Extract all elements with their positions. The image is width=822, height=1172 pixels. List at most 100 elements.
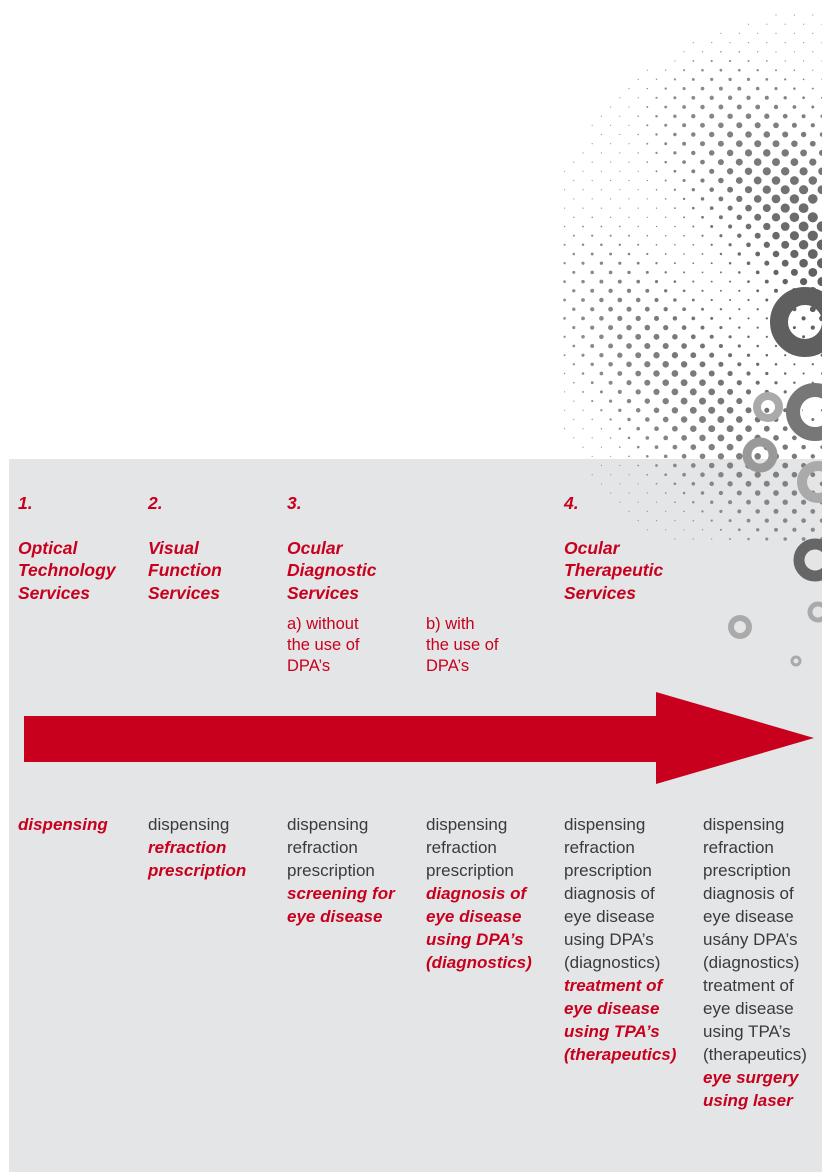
halftone-dot xyxy=(735,140,743,148)
halftone-dot xyxy=(680,361,688,368)
halftone-dot xyxy=(756,68,759,72)
halftone-dot xyxy=(673,262,676,265)
halftone-dot xyxy=(765,78,769,81)
halftone-dot xyxy=(708,131,715,138)
halftone-dot xyxy=(736,214,743,221)
halftone-dot xyxy=(608,306,614,312)
halftone-dot xyxy=(818,167,822,176)
halftone-dot xyxy=(701,68,704,72)
halftone-dot xyxy=(637,115,639,117)
halftone-dot xyxy=(664,160,667,164)
scope-column-3: dispensing refraction prescription scree… xyxy=(287,813,395,928)
halftone-dot xyxy=(701,253,704,255)
halftone-dot xyxy=(727,205,733,211)
halftone-dot xyxy=(682,87,686,91)
scope-column-5: dispensing refraction prescription diagn… xyxy=(564,813,676,1066)
halftone-dot xyxy=(736,490,742,496)
halftone-dot xyxy=(718,86,723,91)
halftone-dot xyxy=(772,250,780,258)
halftone-dot xyxy=(654,297,659,303)
halftone-dot xyxy=(573,216,575,219)
halftone-dot xyxy=(772,471,780,478)
halftone-dot xyxy=(617,315,623,321)
halftone-dot xyxy=(591,418,593,421)
halftone-dot xyxy=(600,207,603,209)
halftone-dot xyxy=(572,252,576,256)
halftone-dot xyxy=(745,425,752,432)
halftone-dot xyxy=(708,462,715,469)
halftone-dot xyxy=(701,510,704,513)
column-6-added-service: eye surgery using laser xyxy=(703,1068,799,1110)
halftone-dot xyxy=(801,537,806,541)
halftone-dot xyxy=(738,271,741,274)
halftone-dot xyxy=(717,434,725,442)
halftone-dot xyxy=(701,234,704,237)
halftone-dot xyxy=(692,538,694,540)
halftone-dot xyxy=(681,435,687,441)
halftone-dot xyxy=(736,122,743,129)
halftone-dot xyxy=(600,115,602,117)
halftone-dot xyxy=(736,195,743,203)
halftone-dot xyxy=(764,260,770,266)
halftone-dot xyxy=(665,69,667,71)
halftone-dot xyxy=(636,445,640,449)
halftone-dot xyxy=(792,527,797,532)
halftone-dot xyxy=(700,491,705,495)
halftone-dot xyxy=(774,87,778,91)
halftone-dot xyxy=(581,316,585,321)
halftone-dot xyxy=(617,334,623,340)
halftone-dot xyxy=(618,427,622,430)
halftone-dot xyxy=(635,389,641,395)
halftone-dot xyxy=(771,213,781,222)
halftone-dot xyxy=(737,362,742,367)
halftone-dot xyxy=(673,96,677,100)
halftone-dot xyxy=(690,352,697,359)
halftone-dot xyxy=(626,380,632,386)
halftone-dot xyxy=(672,316,678,321)
halftone-dot xyxy=(683,529,685,531)
halftone-dot xyxy=(610,455,612,457)
halftone-dot xyxy=(563,372,566,375)
halftone-dot xyxy=(626,398,632,404)
halftone-dot xyxy=(683,216,686,219)
halftone-dot xyxy=(600,243,603,247)
halftone-dot xyxy=(719,509,723,513)
halftone-dot xyxy=(790,158,799,167)
halftone-dot xyxy=(709,352,715,358)
halftone-dot xyxy=(708,406,716,414)
halftone-dot xyxy=(645,436,650,440)
halftone-dot xyxy=(736,380,742,386)
halftone-dot xyxy=(784,60,786,62)
halftone-dot xyxy=(637,133,639,136)
halftone-dot xyxy=(698,397,707,405)
halftone-dot xyxy=(646,106,649,108)
halftone-dot xyxy=(720,32,722,35)
halftone-dot xyxy=(692,225,695,228)
halftone-dot xyxy=(617,389,622,394)
halftone-dot xyxy=(766,23,768,25)
halftone-dot xyxy=(765,335,768,338)
halftone-dot xyxy=(700,325,705,330)
halftone-dot xyxy=(691,188,695,192)
halftone-dot xyxy=(755,528,760,532)
halftone-dot xyxy=(692,60,695,62)
halftone-dot xyxy=(700,159,705,165)
halftone-dot xyxy=(801,114,806,119)
halftone-dot xyxy=(754,490,761,496)
service-2-number: 2. xyxy=(148,492,163,513)
halftone-dot xyxy=(609,234,612,237)
halftone-dot xyxy=(791,122,797,128)
halftone-dot xyxy=(637,97,639,99)
halftone-dot xyxy=(810,454,815,459)
halftone-dot xyxy=(737,86,742,91)
halftone-dot xyxy=(691,132,696,137)
halftone-dot xyxy=(683,69,686,72)
halftone-dot xyxy=(691,77,695,81)
halftone-dot xyxy=(811,87,814,90)
halftone-circles-decoration xyxy=(563,14,822,667)
halftone-dot xyxy=(673,169,677,173)
halftone-dot xyxy=(819,518,822,523)
halftone-dot xyxy=(600,427,603,430)
halftone-dot xyxy=(637,225,639,228)
halftone-dot xyxy=(626,324,632,331)
